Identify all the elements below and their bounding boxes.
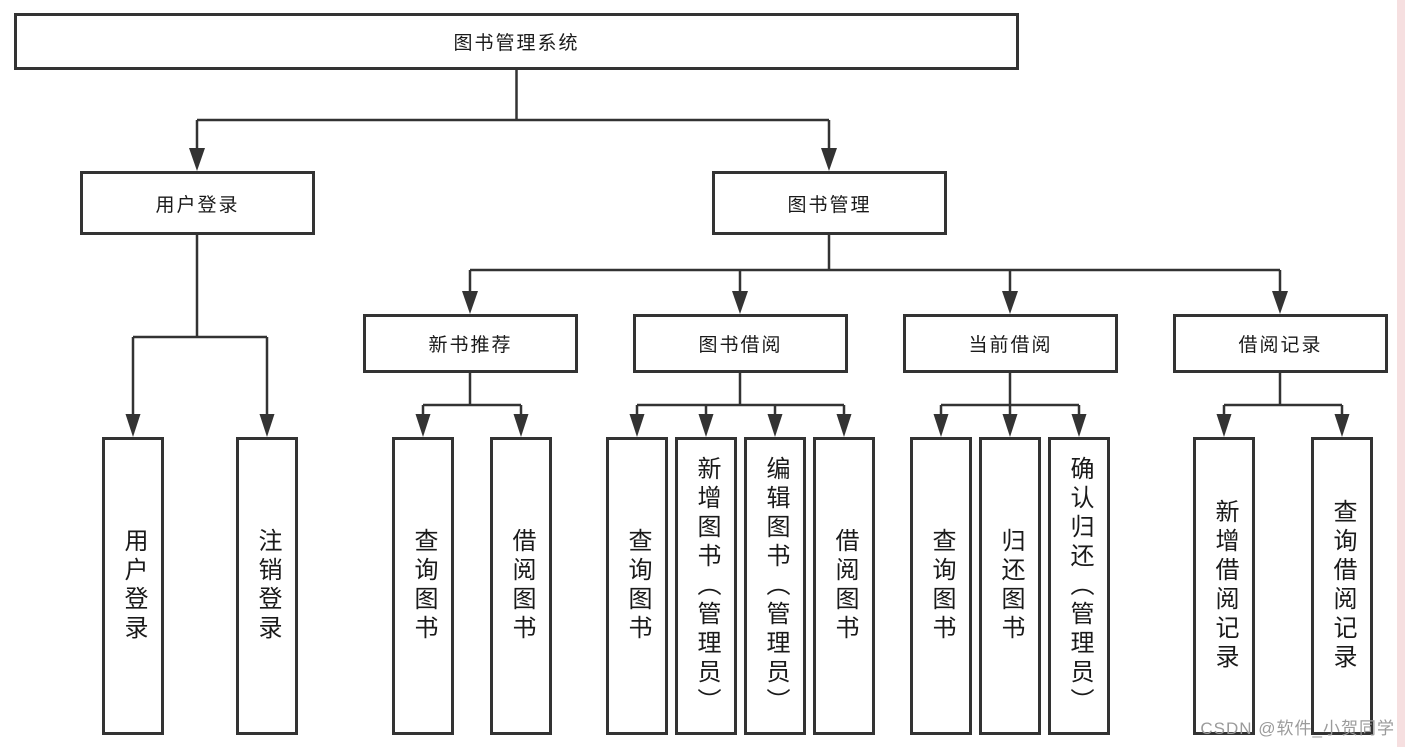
leaf-borrow-books-borrowing: 借阅图书 [813,437,875,735]
leaf-edit-book-admin: 编辑图书（管理员） [744,437,806,735]
node-book-management: 图书管理 [712,171,947,235]
leaf-add-borrow-record: 新增借阅记录 [1193,437,1255,735]
node-book-borrowing: 图书借阅 [633,314,848,373]
leaf-query-books-current: 查询图书 [910,437,972,735]
leaf-confirm-return-admin: 确认归还（管理员） [1048,437,1110,735]
node-user-login: 用户登录 [80,171,315,235]
leaf-borrow-books-recommend: 借阅图书 [490,437,552,735]
leaf-query-borrow-record: 查询借阅记录 [1311,437,1373,735]
csdn-watermark: CSDN @软件_小贺同学 [1200,719,1395,738]
node-borrowing-records: 借阅记录 [1173,314,1388,373]
leaf-add-book-admin: 新增图书（管理员） [675,437,737,735]
node-current-borrowing: 当前借阅 [903,314,1118,373]
node-library-management-system: 图书管理系统 [14,13,1019,70]
leaf-query-books-borrowing: 查询图书 [606,437,668,735]
leaf-logout: 注销登录 [236,437,298,735]
right-edge-strip [1397,0,1405,747]
leaf-user-login: 用户登录 [102,437,164,735]
leaf-query-books-recommend: 查询图书 [392,437,454,735]
node-new-book-recommendation: 新书推荐 [363,314,578,373]
leaf-return-books: 归还图书 [979,437,1041,735]
